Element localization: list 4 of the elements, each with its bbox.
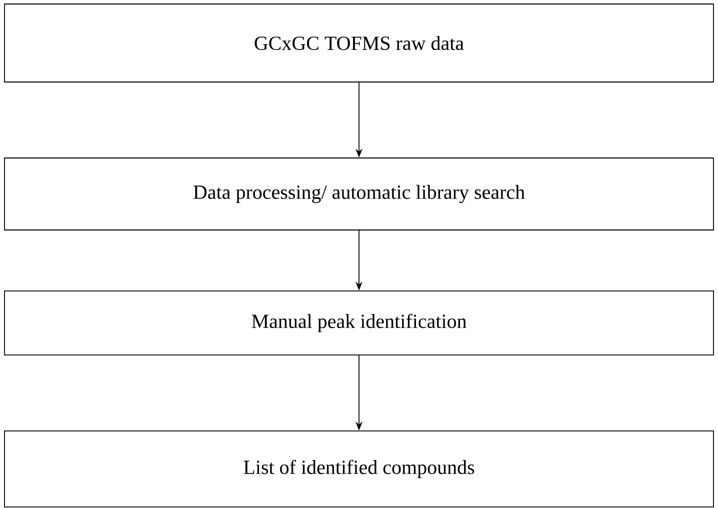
process-box: GCxGC TOFMS raw data [4,4,714,82]
process-box: List of identified compounds [4,430,714,508]
process-box: Data processing/ automatic library search [4,158,714,230]
process-box: Manual peak identification [4,290,714,356]
